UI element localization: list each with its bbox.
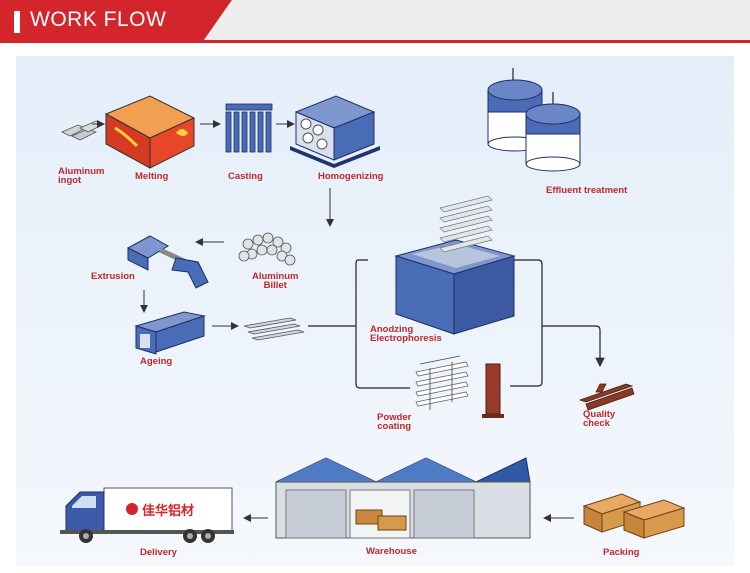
extrusion-icon	[126, 235, 209, 289]
label-aluminum-ingot: Aluminum ingot	[58, 166, 105, 186]
arrow	[542, 325, 605, 368]
casting-icon	[225, 103, 273, 153]
label-powder-coating: Powder coating	[377, 412, 412, 432]
page-title: WORK FLOW	[30, 8, 167, 31]
aluminum-billet-icon	[238, 232, 296, 266]
ageing-icon	[134, 311, 206, 355]
header-graphic	[0, 0, 750, 43]
quality-check-icon	[578, 383, 635, 411]
label-homogenizing: Homogenizing	[318, 171, 384, 182]
label-ageing: Ageing	[140, 356, 173, 367]
label-warehouse: Warehouse	[366, 546, 417, 557]
powder-booth-icon	[482, 363, 504, 418]
effluent-tanks-icon	[487, 68, 581, 172]
label-effluent-treatment: Effluent treatment	[546, 185, 628, 196]
connector-line	[508, 259, 543, 387]
powder-coating-icon	[415, 355, 469, 410]
warehouse-icon	[275, 457, 531, 539]
header: WORK FLOW	[0, 0, 750, 44]
label-casting: Casting	[228, 171, 263, 182]
label-melting: Melting	[135, 171, 169, 182]
label-packing: Packing	[603, 547, 640, 558]
packing-icon	[582, 493, 686, 539]
homogenizing-icon	[290, 95, 380, 168]
header-bar-icon	[14, 11, 20, 33]
delivery-truck-icon	[60, 487, 234, 543]
truck-brand: 佳华铝材	[142, 504, 195, 519]
connector-line	[355, 259, 410, 389]
label-quality-check: Quality check	[583, 409, 616, 429]
label-extrusion: Extrusion	[91, 271, 135, 282]
label-delivery: Delivery	[140, 547, 177, 558]
melting-furnace-icon	[104, 95, 196, 169]
aluminum-profiles-icon	[243, 317, 305, 341]
label-anodizing: Anodzing Electrophoresis	[370, 324, 442, 344]
label-aluminum-billet: Aluminum Billet	[252, 271, 299, 291]
brand-logo-icon	[126, 503, 138, 515]
anodizing-tank-icon	[394, 195, 516, 335]
